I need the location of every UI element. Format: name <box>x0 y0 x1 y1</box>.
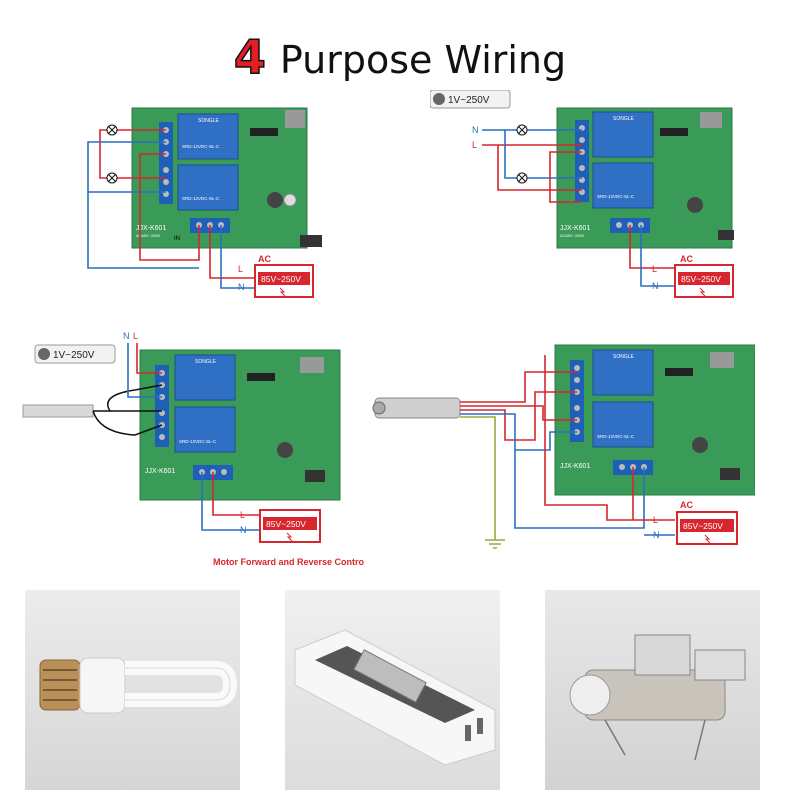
svg-text:N: N <box>472 125 479 135</box>
svg-text:SRD-12VDC-SL-C: SRD-12VDC-SL-C <box>597 434 635 439</box>
wiring-diagram-lamps: SONGLE SRD-12VDC-SL-C SRD-12VDC-SL-C JJX… <box>70 100 340 305</box>
svg-text:SONGLE: SONGLE <box>613 354 635 360</box>
voltage-badge: 1V~250V <box>429 89 511 109</box>
svg-text:AC85V~250V: AC85V~250V <box>136 233 161 238</box>
ac-supply-box: 85V~250V <box>259 509 321 543</box>
lamp-icon <box>106 124 118 136</box>
relay-board: SONGLE SRD-12VDC-SL-C JJX-K601 <box>139 349 341 501</box>
lamp-icon <box>516 172 528 184</box>
ground-icon <box>485 539 505 549</box>
svg-text:L: L <box>652 264 657 274</box>
svg-text:AC: AC <box>680 254 693 264</box>
svg-text:JJX-K601: JJX-K601 <box>136 225 166 232</box>
tubular-motor-icon <box>372 397 461 419</box>
wiring-diagram-lamps-dc: 1V~250V SONGLE SRD-12VDC-SL-C JJX-K601 A… <box>429 89 760 305</box>
svg-text:SRD-12VDC-SL-C: SRD-12VDC-SL-C <box>179 439 217 444</box>
title-text: Purpose Wiring <box>279 38 567 82</box>
svg-text:SONGLE: SONGLE <box>613 116 635 122</box>
photo-curtain-motor <box>285 590 500 790</box>
svg-text:SONGLE: SONGLE <box>195 359 217 365</box>
motor-cable <box>22 384 163 436</box>
svg-text:JJX-K601: JJX-K601 <box>145 468 175 475</box>
svg-text:N: N <box>652 281 659 291</box>
svg-text:IN: IN <box>174 236 180 242</box>
neutral-label: N <box>238 282 245 292</box>
svg-text:L: L <box>653 515 658 525</box>
svg-text:JJX-K601: JJX-K601 <box>560 225 590 232</box>
svg-text:JJX-K601: JJX-K601 <box>560 463 590 470</box>
relay-board: SONGLE SRD-12VDC-SL-C JJX-K601 AC85V~250… <box>556 107 734 249</box>
svg-text:AC: AC <box>680 500 693 510</box>
title-number: 4 <box>233 29 267 85</box>
svg-text:L: L <box>240 510 245 520</box>
svg-text:SRD-12VDC-SL-C: SRD-12VDC-SL-C <box>182 144 220 149</box>
ac-supply-box: AC 85V~250V <box>676 500 738 545</box>
wiring-diagram-motor: 1V~250V N L SONGLE SRD-12VDC-SL-C JJX-K6… <box>15 325 365 575</box>
ac-supply-box: AC 85V~250V <box>254 254 314 298</box>
wiring-diagram-tubular-motor: SONGLE SRD-12VDC-SL-C JJX-K601 <box>365 340 756 555</box>
svg-text:N: N <box>240 525 247 535</box>
lamp-icon <box>106 172 118 184</box>
svg-text:85V~250V: 85V~250V <box>266 519 306 529</box>
svg-text:85V~250V: 85V~250V <box>683 521 723 531</box>
svg-text:85V~250V: 85V~250V <box>261 274 301 284</box>
svg-text:1V~250V: 1V~250V <box>53 350 95 361</box>
svg-text:1V~250V: 1V~250V <box>448 95 490 106</box>
svg-text:85V~250V: 85V~250V <box>681 274 721 284</box>
photo-energy-saving-bulb <box>25 590 240 790</box>
svg-text:AC85V~250V: AC85V~250V <box>560 233 585 238</box>
page-title: 4 Purpose Wiring <box>0 29 800 85</box>
photo-tubular-motor <box>545 590 760 790</box>
relay-board: SONGLE SRD-12VDC-SL-C SRD-12VDC-SL-C JJX… <box>131 107 322 249</box>
svg-text:N: N <box>653 530 660 540</box>
relay-board: SONGLE SRD-12VDC-SL-C JJX-K601 <box>554 344 756 496</box>
ac-supply-box: AC 85V~250V <box>674 254 734 298</box>
svg-text:AC: AC <box>258 254 271 264</box>
svg-text:SRD-12VDC-SL-C: SRD-12VDC-SL-C <box>182 196 220 201</box>
lamp-icon <box>516 124 528 136</box>
svg-text:SRD-12VDC-SL-C: SRD-12VDC-SL-C <box>597 194 635 199</box>
svg-text:N: N <box>123 331 130 341</box>
live-label: L <box>238 264 243 274</box>
voltage-badge: 1V~250V <box>34 344 116 364</box>
svg-text:L: L <box>133 331 138 341</box>
svg-text:SONGLE: SONGLE <box>198 118 220 124</box>
svg-text:L: L <box>472 140 477 150</box>
motor-caption: Motor Forward and Reverse Contro <box>213 557 365 567</box>
